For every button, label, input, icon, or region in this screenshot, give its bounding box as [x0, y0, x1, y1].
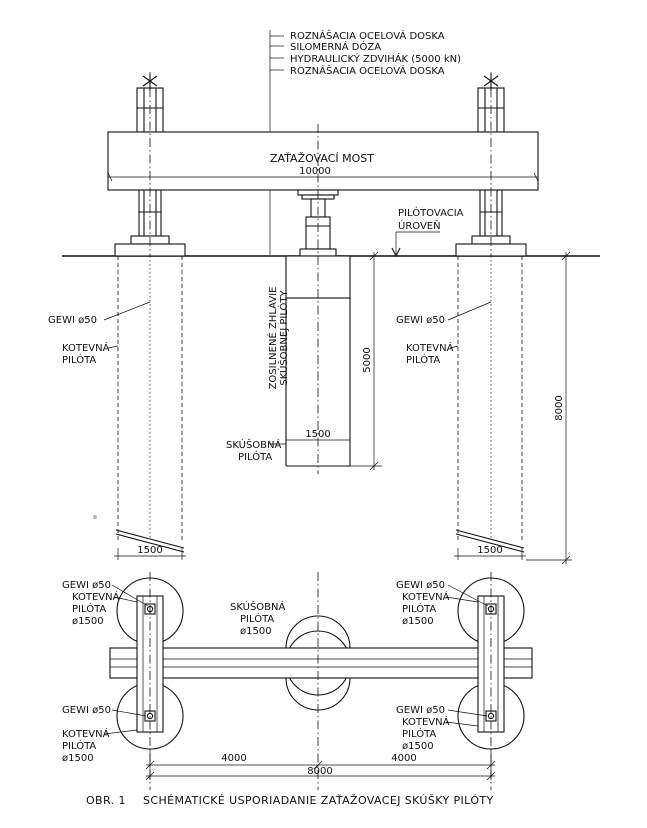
figure-caption: OBR. 1 SCHÉMATICKÉ USPORIADANIE ZAŤAŽOVA… [86, 794, 494, 807]
plan-c-2: PILÓTA [240, 612, 274, 625]
elevation-view: ROZNÁŠACIA OCELOVÁ DOSKA SILOMERNÁ DÓZA … [48, 29, 600, 565]
dim-plan-right: 4000 [391, 753, 416, 764]
plan-tr-2: PILÓTA [402, 602, 436, 615]
dim-anchor-pile-length: 8000 [524, 251, 572, 565]
label-test-pile-1: SKÚŠOBNÁ [226, 438, 282, 451]
label-anchor-pile-right-1: KOTEVNÁ [406, 341, 454, 354]
plan-br-3: ø1500 [402, 741, 434, 752]
plan-tr-1: KOTEVNÁ [402, 590, 450, 603]
load-assembly-leader: ROZNÁŠACIA OCELOVÁ DOSKA SILOMERNÁ DÓZA … [269, 29, 461, 255]
label-anchor-pile-right-2: PILÓTA [406, 353, 440, 366]
plan-bl-3: ø1500 [62, 753, 94, 764]
plan-tl-3: ø1500 [72, 616, 104, 627]
plan-c-3: ø1500 [240, 626, 272, 637]
plan-tr-gewi: GEWI ø50 [396, 580, 445, 591]
plan-tl-1: KOTEVNÁ [72, 590, 120, 603]
dim-left-anchor-diameter: 1500 [137, 545, 162, 556]
label-reinforced-head-2: SKÚŠOBNEJ PILÓTY [277, 289, 290, 385]
right-anchor-pile: 1500 [454, 256, 526, 560]
label-loading-bridge: ZAŤAŽOVACÍ MOST [270, 152, 374, 165]
label-test-pile-2: PILÓTA [238, 450, 272, 463]
caption-text: SCHÉMATICKÉ USPORIADANIE ZAŤAŽOVACEJ SKÚ… [143, 794, 494, 807]
plan-loading-bridge [109, 647, 533, 679]
dim-plan-total: 8000 [307, 766, 332, 777]
left-anchor-labels: GEWI ø50 KOTEVNÁ PILÓTA [48, 301, 151, 366]
dim-right-anchor-diameter: 1500 [477, 545, 502, 556]
plan-tl-2: PILÓTA [72, 602, 106, 615]
label-reinforced-head: ZOSILNENÉ ZHLAVIE SKÚŠOBNEJ PILÓTY [266, 287, 290, 390]
label-steel-plate-bottom: ROZNÁŠACIA OCELOVÁ DOSKA [290, 64, 445, 77]
dim-anchor-pile-length-text: 8000 [554, 395, 565, 420]
plan-bl-gewi: GEWI ø50 [62, 705, 111, 716]
plan-tl-gewi: GEWI ø50 [62, 580, 111, 591]
label-reinforced-head-1: ZOSILNENÉ ZHLAVIE [266, 287, 279, 390]
plan-br-1: KOTEVNÁ [402, 715, 450, 728]
pile-level-marker: PILÓTOVACIA ÚROVEŇ [391, 206, 464, 258]
label-steel-plate-top: ROZNÁŠACIA OCELOVÁ DOSKA [290, 29, 445, 42]
plan-c-1: SKÚŠOBNÁ [230, 600, 286, 613]
label-gewi-right: GEWI ø50 [396, 315, 445, 326]
stain-mark [93, 515, 97, 519]
label-gewi-left: GEWI ø50 [48, 315, 97, 326]
loading-bridge: ZAŤAŽOVACÍ MOST 10000 [107, 131, 539, 191]
label-hydraulic-jack: HYDRAULICKÝ ZDVIHÁK (5000 kN) [290, 52, 461, 65]
left-anchor-pile: 1500 [114, 256, 186, 560]
plan-dimensions: 4000 4000 8000 [145, 750, 496, 781]
dim-test-pile-length-text: 5000 [362, 347, 373, 372]
plan-br-gewi: GEWI ø50 [396, 705, 445, 716]
plan-bl-2: PILÓTA [62, 739, 96, 752]
dim-test-pile-length: 5000 [350, 251, 382, 471]
dim-bridge-length: 10000 [299, 166, 331, 177]
right-anchor-labels: GEWI ø50 KOTEVNÁ PILÓTA [396, 301, 492, 366]
plan-br-2: PILÓTA [402, 727, 436, 740]
label-load-cell: SILOMERNÁ DÓZA [290, 40, 381, 53]
label-pile-level-1: PILÓTOVACIA [398, 206, 464, 219]
label-anchor-pile-left-1: KOTEVNÁ [62, 341, 110, 354]
caption-number: OBR. 1 [86, 794, 126, 807]
plan-view: GEWI ø50 KOTEVNÁ PILÓTA ø1500 GEWI ø50 K… [62, 572, 533, 790]
plan-tr-3: ø1500 [402, 616, 434, 627]
label-anchor-pile-left-2: PILÓTA [62, 353, 96, 366]
label-pile-level-2: ÚROVEŇ [398, 219, 441, 232]
plan-bl-1: KOTEVNÁ [62, 727, 110, 740]
dim-plan-left: 4000 [221, 753, 246, 764]
